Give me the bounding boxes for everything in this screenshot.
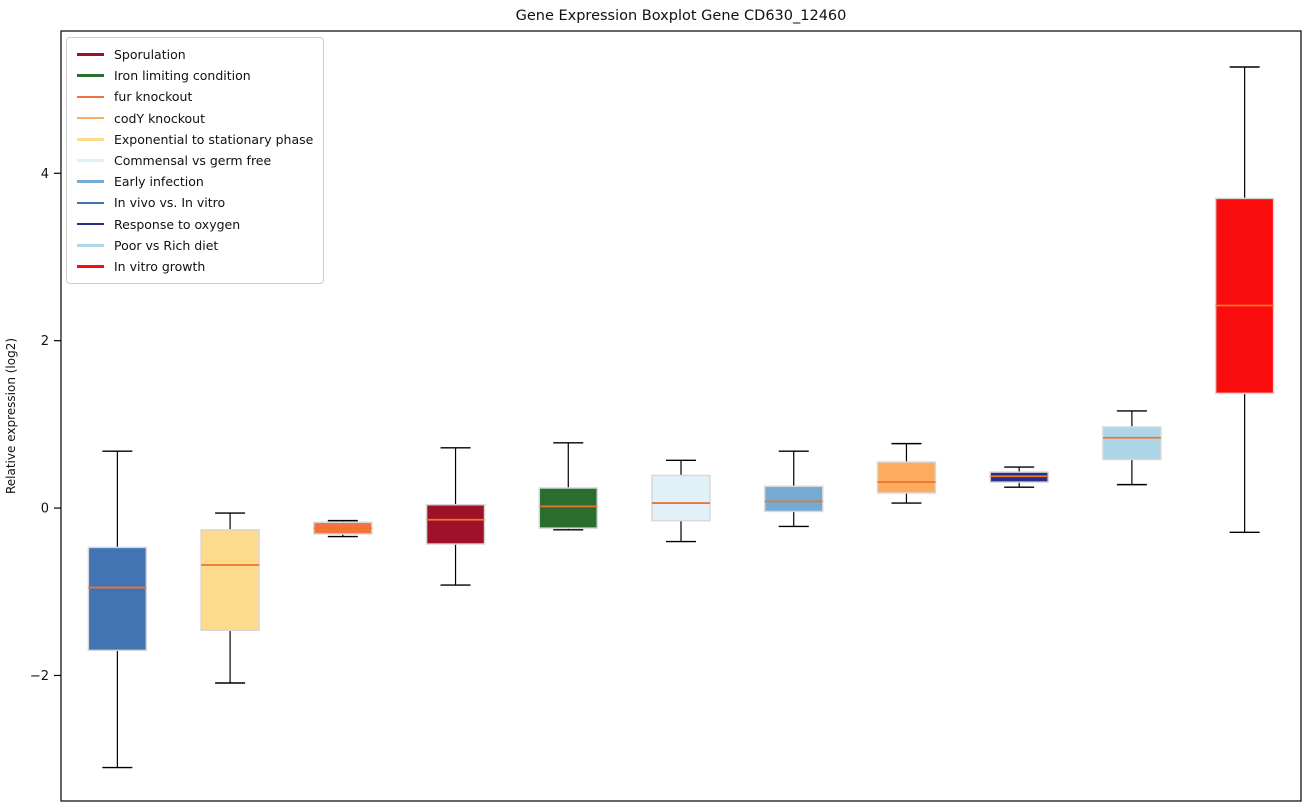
legend-label: Response to oxygen bbox=[114, 216, 241, 232]
box-cody-knockout bbox=[876, 442, 937, 504]
legend-label: Poor vs Rich diet bbox=[114, 237, 219, 253]
legend-label: Exponential to stationary phase bbox=[114, 131, 314, 147]
axes-layer: 4 2 0 −2 bbox=[30, 30, 1302, 802]
box-rect bbox=[763, 485, 824, 513]
legend-swatch bbox=[77, 265, 104, 268]
y-tick-label: 0 bbox=[41, 502, 49, 517]
box-rect bbox=[651, 474, 711, 522]
box-rect bbox=[87, 546, 148, 652]
box-sporulation bbox=[425, 447, 486, 586]
legend-swatch bbox=[77, 116, 104, 120]
legend-label: codY knockout bbox=[114, 110, 206, 126]
legend-item-in-vitro-growth: In vitro growth bbox=[77, 256, 313, 277]
legend-label: fur knockout bbox=[114, 89, 193, 105]
legend-swatch bbox=[77, 159, 104, 162]
y-tick-label: −2 bbox=[30, 669, 49, 684]
legend-label: Iron limiting condition bbox=[114, 68, 251, 84]
box-rect bbox=[1214, 197, 1275, 395]
box-exponential-to-stationary-phase bbox=[200, 512, 260, 684]
legend-swatch bbox=[77, 95, 104, 99]
legend-item-response-to-oxygen: Response to oxygen bbox=[77, 214, 313, 235]
box-in-vitro-growth bbox=[1214, 66, 1275, 534]
series-layer bbox=[87, 66, 1275, 769]
box-poor-vs-rich-diet bbox=[1102, 410, 1162, 486]
box-early-infection bbox=[763, 450, 824, 528]
legend-label: Commensal vs germ free bbox=[114, 152, 272, 168]
legend-swatch bbox=[77, 222, 104, 226]
legend-item-iron-limiting-condition: Iron limiting condition bbox=[77, 65, 313, 86]
box-rect bbox=[425, 503, 486, 545]
box-response-to-oxygen bbox=[989, 466, 1049, 488]
legend-label: Sporulation bbox=[114, 47, 186, 62]
box-rect bbox=[538, 487, 599, 529]
box-iron-limiting-condition bbox=[538, 442, 599, 531]
legend-label: In vitro growth bbox=[114, 258, 206, 274]
box-fur-knockout bbox=[313, 519, 373, 538]
legend-swatch bbox=[77, 53, 104, 56]
legend-item-early-infection: Early infection bbox=[77, 171, 313, 192]
legend-item-poor-vs-rich-diet: Poor vs Rich diet bbox=[77, 235, 313, 256]
legend-swatch bbox=[77, 180, 104, 184]
legend-swatch bbox=[77, 74, 104, 78]
legend-swatch bbox=[77, 201, 104, 205]
legend-item-cody-knockout: codY knockout bbox=[77, 108, 313, 129]
legend-item-exponential-to-stationary-phase: Exponential to stationary phase bbox=[77, 129, 313, 150]
y-tick-label: 2 bbox=[41, 334, 49, 349]
y-axis-label: Relative expression (log2) bbox=[4, 338, 18, 494]
legend-label: Early infection bbox=[114, 174, 204, 190]
legend-item-sporulation: Sporulation bbox=[77, 44, 313, 65]
box-in-vivo-vs-in-vitro bbox=[87, 450, 148, 769]
legend-label: In vivo vs. In vitro bbox=[114, 195, 226, 211]
legend-swatch bbox=[77, 243, 104, 247]
axis-spine bbox=[60, 30, 1302, 802]
legend-item-fur-knockout: fur knockout bbox=[77, 86, 313, 107]
box-rect bbox=[876, 461, 937, 494]
box-rect bbox=[1102, 426, 1162, 461]
y-tick-label: 4 bbox=[41, 167, 49, 182]
legend-swatch bbox=[77, 138, 104, 141]
box-commensal-vs-germ-free bbox=[651, 459, 711, 543]
box-rect bbox=[200, 529, 260, 632]
legend-item-commensal-vs-germ-free: Commensal vs germ free bbox=[77, 150, 313, 171]
legend-item-in-vivo-vs-in-vitro: In vivo vs. In vitro bbox=[77, 192, 313, 213]
chart-title: Gene Expression Boxplot Gene CD630_12460 bbox=[516, 8, 847, 24]
